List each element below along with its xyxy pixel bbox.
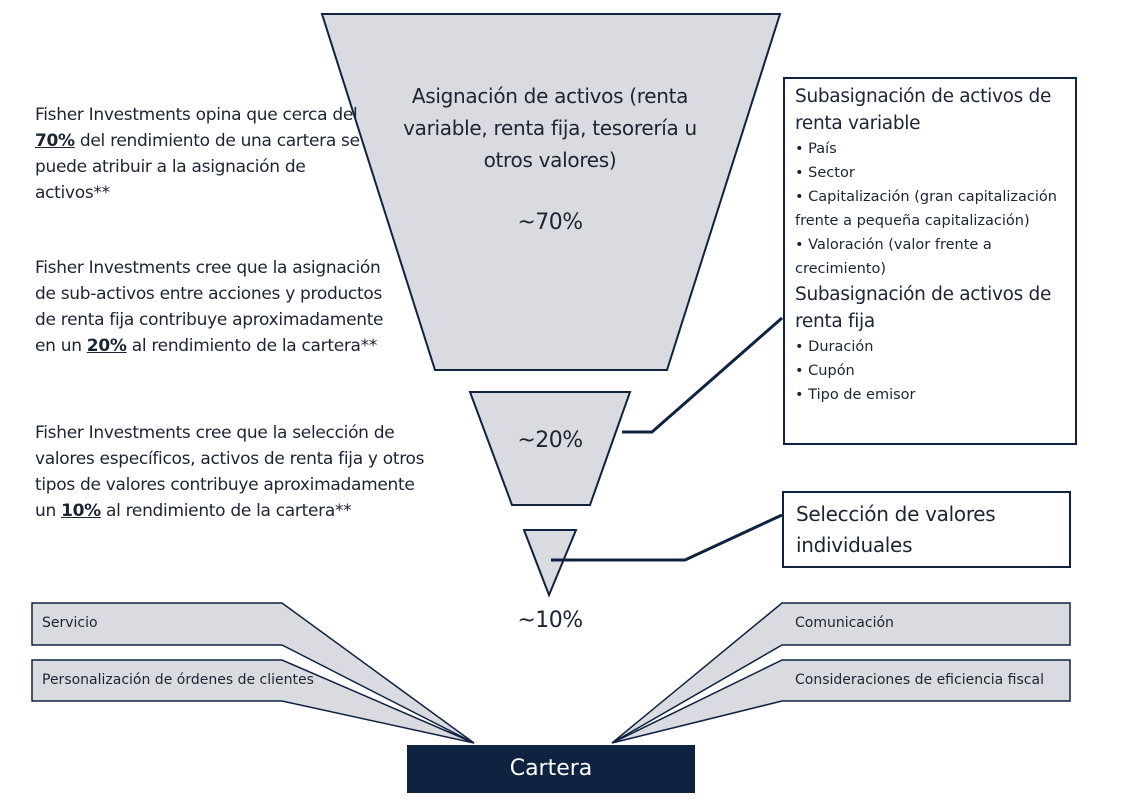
note-text: Fisher Investments cree que la asignació… [35, 258, 384, 356]
left-band-2 [31, 659, 475, 744]
label-comunicacion: Comunicación [795, 615, 894, 631]
note-highlight: 20% [86, 336, 127, 356]
funnel-middle [468, 391, 632, 506]
note-text: al rendimiento de la cartera** [100, 501, 352, 521]
funnel-top [320, 13, 782, 371]
right-band-2 [611, 659, 1071, 744]
left-band-1 [31, 602, 475, 744]
pct-70: ~70% [517, 210, 583, 235]
list-item: Tipo de emisor [795, 383, 1065, 407]
sub-allocation-box: Subasignación de activos de renta variab… [783, 77, 1077, 445]
list-item: Sector [795, 161, 1065, 185]
pct-10: ~10% [517, 608, 583, 633]
label-personalizacion: Personalización de órdenes de clientes [42, 672, 314, 688]
note-20: Fisher Investments cree que la asignació… [35, 255, 395, 359]
note-highlight: 10% [61, 501, 101, 521]
note-highlight: 70% [35, 131, 75, 151]
right-band-1 [611, 602, 1071, 744]
note-text: del rendimiento de una cartera se puede … [35, 131, 360, 203]
list-item: País [795, 137, 1065, 161]
note-70: Fisher Investments opina que cerca del 7… [35, 102, 375, 206]
equity-list: País Sector Capitalización (gran capital… [795, 137, 1065, 281]
funnel-bottom [522, 529, 578, 598]
list-item: Capitalización (gran capitalización fren… [795, 185, 1065, 233]
fixed-list: Duración Cupón Tipo de emisor [795, 335, 1065, 407]
security-selection-title: Selección de valores individuales [796, 502, 996, 557]
note-text: Fisher Investments cree que la selección… [35, 423, 425, 521]
asset-allocation-title: Asignación de activos (renta variable, r… [403, 84, 697, 172]
pct-20: ~20% [517, 428, 583, 453]
note-10: Fisher Investments cree que la selección… [35, 420, 430, 524]
security-selection-box: Selección de valores individuales [782, 491, 1071, 568]
note-text: al rendimiento de la cartera** [126, 336, 378, 356]
connector-line [622, 316, 783, 434]
note-text: Fisher Investments opina que cerca del [35, 105, 358, 125]
list-item: Duración [795, 335, 1065, 359]
list-item: Cupón [795, 359, 1065, 383]
fixed-sub-title: Subasignación de activos de renta fija [795, 284, 1052, 332]
portfolio-box: Cartera [407, 745, 695, 793]
label-servicio: Servicio [42, 615, 98, 631]
connector-line [551, 513, 783, 562]
list-item: Valoración (valor frente a crecimiento) [795, 233, 1065, 281]
equity-sub-title: Subasignación de activos de renta variab… [795, 86, 1052, 134]
label-eficiencia-fiscal: Consideraciones de eficiencia fiscal [795, 672, 1044, 688]
